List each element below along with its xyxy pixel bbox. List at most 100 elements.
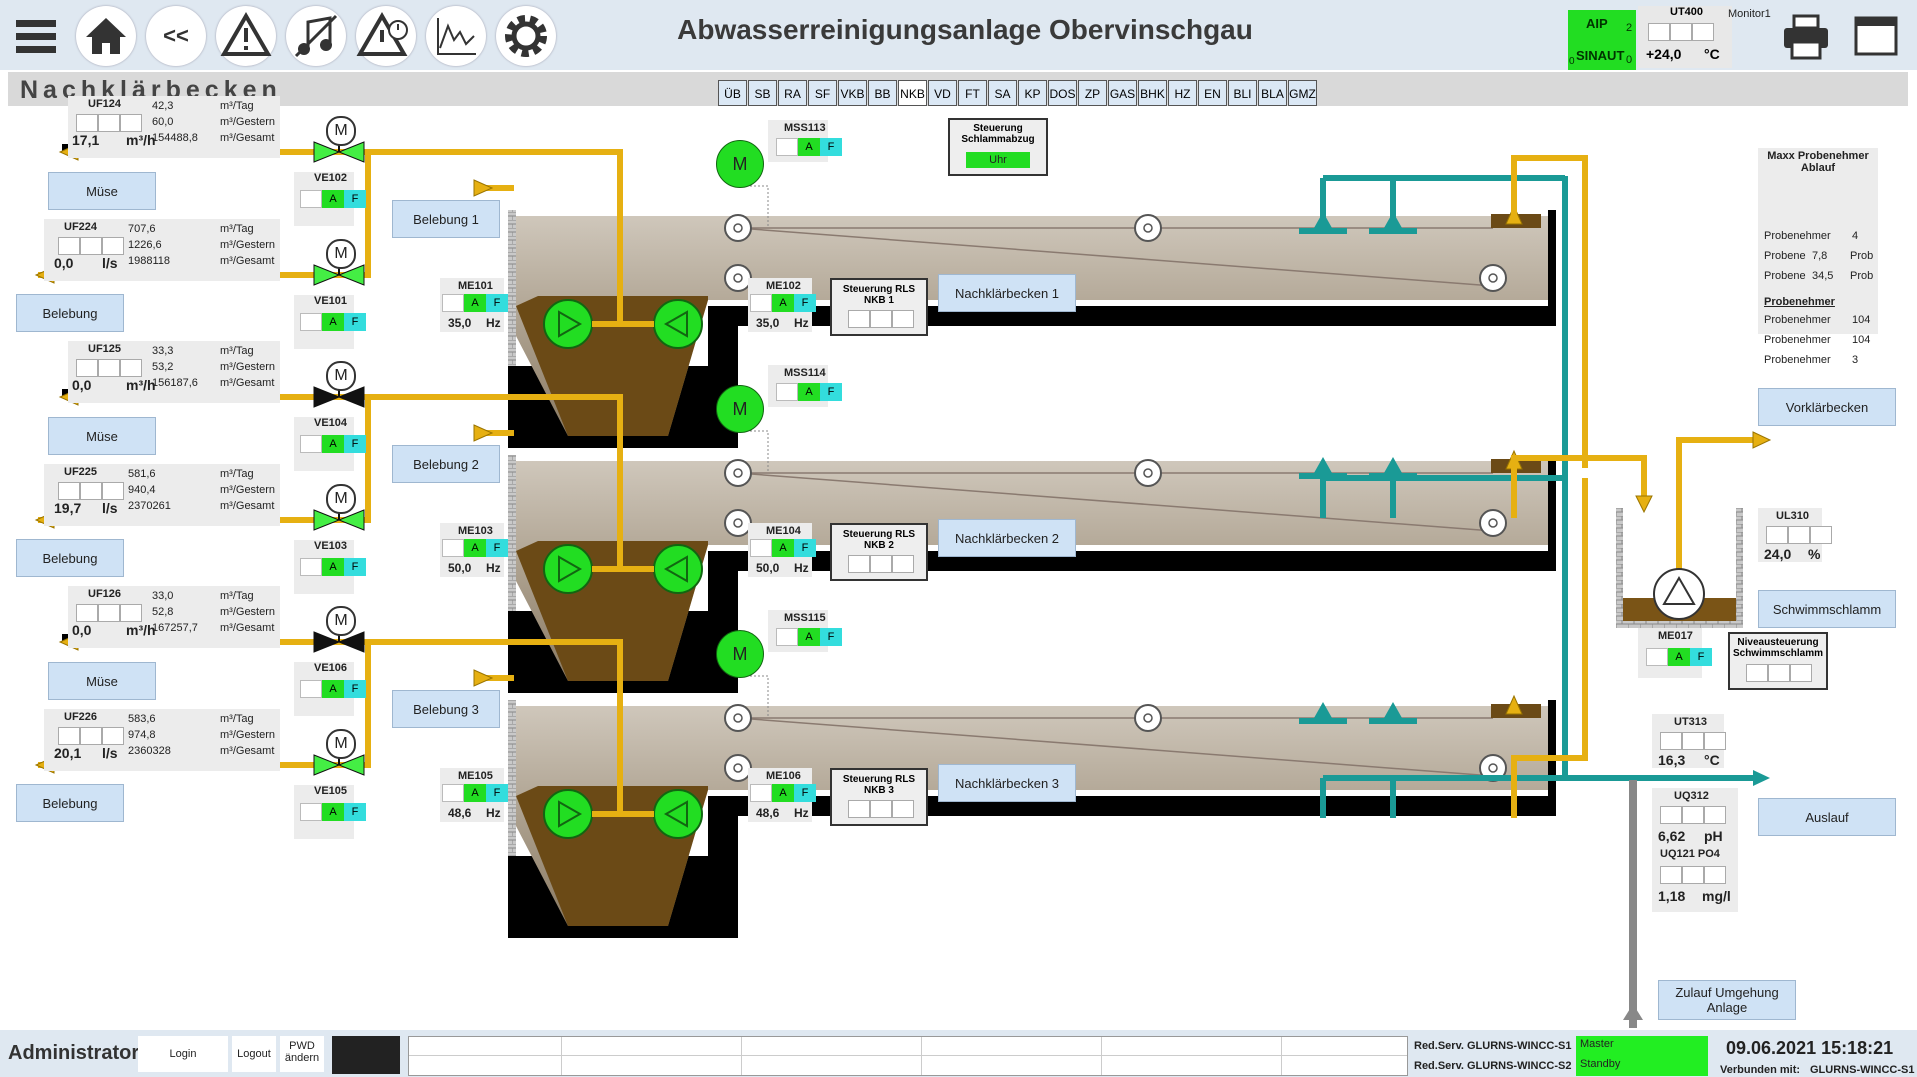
tab-zp[interactable]: ZP: [1078, 80, 1107, 106]
flow-tag: UF225: [64, 466, 98, 478]
gear-icon[interactable]: [496, 6, 556, 66]
tab-sb[interactable]: SB: [748, 80, 777, 106]
sludge-pipe: [368, 149, 654, 327]
nkb-1-button[interactable]: Nachklärbecken 1: [938, 274, 1076, 312]
fault-indicator: F: [344, 680, 366, 698]
tab-ft[interactable]: FT: [958, 80, 987, 106]
tab-nkb[interactable]: NKB: [898, 80, 927, 106]
flow-day: 33,3: [152, 345, 174, 357]
nkb-2-button[interactable]: Nachklärbecken 2: [938, 519, 1076, 557]
nkb-3-button[interactable]: Nachklärbecken 3: [938, 764, 1076, 802]
tab-en[interactable]: EN: [1198, 80, 1227, 106]
tab-gas[interactable]: GAS: [1108, 80, 1137, 106]
muese-button[interactable]: Müse: [48, 662, 156, 700]
schwimmschlamm-button[interactable]: Schwimmschlamm: [1758, 590, 1896, 628]
unit-day: m³/Tag: [220, 100, 254, 112]
tab-bli[interactable]: BLI: [1228, 80, 1257, 106]
music-icon[interactable]: [286, 6, 346, 66]
pump-hz-value: 48,6: [448, 806, 472, 820]
unit-yesterday: m³/Gestern: [220, 116, 276, 128]
tab-bla[interactable]: BLA: [1258, 80, 1287, 106]
alarm-clock-icon[interactable]: [356, 6, 416, 66]
sinaut-left: 0: [1569, 56, 1575, 67]
scraper-track: [737, 472, 1494, 532]
trend-icon[interactable]: [426, 6, 486, 66]
belebung-button[interactable]: Belebung: [16, 784, 124, 822]
ut400-panel: UT400 +24,0 °C: [1638, 6, 1732, 68]
ut313-cells: [1660, 732, 1726, 750]
schlammabzug-control[interactable]: Steuerung Schlammabzug: [948, 118, 1048, 176]
outlet-arrow-icon: [1753, 770, 1770, 786]
home-icon[interactable]: [76, 6, 136, 66]
flow-total: 1988118: [128, 255, 171, 267]
printer-icon[interactable]: [1776, 6, 1836, 66]
zulauf-umgehung-button[interactable]: Zulauf Umgehung Anlage: [1658, 980, 1796, 1020]
tab-hz[interactable]: HZ: [1168, 80, 1197, 106]
window-icon[interactable]: [1846, 6, 1906, 66]
menu-icon[interactable]: [6, 6, 66, 66]
auto-indicator: A: [798, 383, 820, 401]
flow-unit: l/s: [102, 745, 118, 761]
pwd-button[interactable]: PWD ändern: [280, 1036, 324, 1072]
tab-vd[interactable]: VD: [928, 80, 957, 106]
ul310-cells: [1766, 526, 1832, 544]
back-button[interactable]: <<: [146, 6, 206, 66]
tab-ra[interactable]: RA: [778, 80, 807, 106]
scraper-wheel-icon: [1134, 459, 1162, 487]
pump-hz-unit: Hz: [794, 316, 809, 330]
flow-value: 20,1: [54, 745, 82, 761]
tab-sf[interactable]: SF: [808, 80, 837, 106]
tab-dos[interactable]: DOS: [1048, 80, 1077, 106]
pump-tag: ME102: [766, 280, 801, 292]
belebung-3-button[interactable]: Belebung 3: [392, 690, 500, 728]
muese-button[interactable]: Müse: [48, 172, 156, 210]
belebung-1-button[interactable]: Belebung 1: [392, 200, 500, 238]
sampler-extra: Prob: [1850, 270, 1874, 282]
muese-button[interactable]: Müse: [48, 417, 156, 455]
sludge-pipe: [368, 639, 654, 817]
flow-yesterday: 52,8: [152, 606, 174, 618]
tab-sa[interactable]: SA: [988, 80, 1017, 106]
vorklaerbecken-button[interactable]: Vorklärbecken: [1758, 388, 1896, 426]
valve-icon: [313, 141, 341, 163]
tab-üb[interactable]: ÜB: [718, 80, 747, 106]
login-button[interactable]: Login: [138, 1036, 228, 1072]
return-pump-icon: [653, 299, 703, 349]
belebung-2-button[interactable]: Belebung 2: [392, 445, 500, 483]
belebung-button[interactable]: Belebung: [16, 539, 124, 577]
red-serv-2: Red.Serv. GLURNS-WINCC-S2: [1414, 1060, 1572, 1072]
uq312-value: 6,62: [1658, 828, 1686, 844]
scum-pipe: [1511, 155, 1647, 818]
tab-bb[interactable]: BB: [868, 80, 897, 106]
tab-gmz[interactable]: GMZ: [1288, 80, 1317, 106]
sampler2-label: Probenehmer: [1764, 334, 1831, 346]
fault-indicator: F: [486, 784, 508, 802]
scraper-wheel-icon: [724, 459, 752, 487]
auslauf-button[interactable]: Auslauf: [1758, 798, 1896, 836]
auto-indicator: A: [322, 803, 344, 821]
pump-hz-unit: Hz: [486, 561, 501, 575]
warning-icon[interactable]: [216, 6, 276, 66]
belebung-button[interactable]: Belebung: [16, 294, 124, 332]
logout-button[interactable]: Logout: [232, 1036, 276, 1072]
sampler-label: Probene: [1764, 250, 1806, 262]
tab-bhk[interactable]: BHK: [1138, 80, 1167, 106]
tab-kp[interactable]: KP: [1018, 80, 1047, 106]
tab-vkb[interactable]: VKB: [838, 80, 867, 106]
